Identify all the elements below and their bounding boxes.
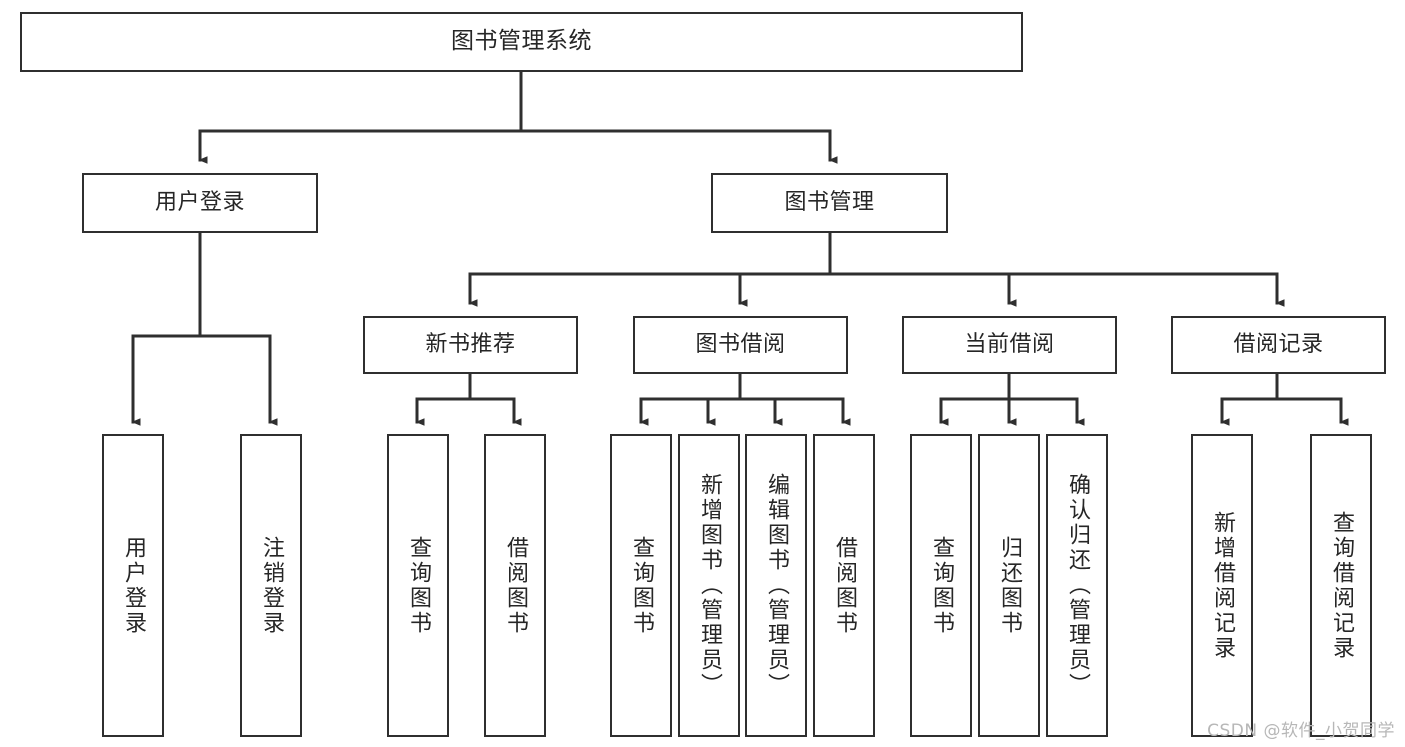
- leaf-edit-book-label: 编辑图书（管理员）: [763, 473, 789, 698]
- leaf-query-record[interactable]: 查询借阅记录: [1310, 434, 1372, 737]
- leaf-user-login-label: 用户登录: [120, 535, 146, 636]
- node-book-manage-label: 图书管理: [784, 190, 875, 216]
- leaf-logout-login[interactable]: 注销登录: [240, 434, 302, 737]
- leaf-query-book-1[interactable]: 查询图书: [387, 434, 449, 737]
- node-user-login-label: 用户登录: [154, 190, 245, 216]
- node-current-borrow[interactable]: 当前借阅: [902, 316, 1117, 374]
- leaf-add-record-label: 新增借阅记录: [1209, 510, 1235, 661]
- node-book-manage[interactable]: 图书管理: [711, 173, 948, 233]
- leaf-confirm-return[interactable]: 确认归还（管理员）: [1046, 434, 1108, 737]
- leaf-query-record-label: 查询借阅记录: [1328, 510, 1354, 661]
- csdn-watermark: CSDN @软件_小贺同学: [1207, 721, 1395, 741]
- leaf-add-book[interactable]: 新增图书（管理员）: [678, 434, 740, 737]
- node-user-login[interactable]: 用户登录: [82, 173, 318, 233]
- node-new-book-recommend-label: 新书推荐: [425, 332, 516, 358]
- node-borrow-record-label: 借阅记录: [1233, 332, 1324, 358]
- node-book-borrow-label: 图书借阅: [695, 332, 786, 358]
- leaf-borrow-book-2[interactable]: 借阅图书: [813, 434, 875, 737]
- node-current-borrow-label: 当前借阅: [964, 332, 1055, 358]
- leaf-borrow-book-1-label: 借阅图书: [502, 535, 528, 636]
- leaf-add-record[interactable]: 新增借阅记录: [1191, 434, 1253, 737]
- node-new-book-recommend[interactable]: 新书推荐: [363, 316, 578, 374]
- leaf-logout-login-label: 注销登录: [258, 535, 284, 636]
- node-root[interactable]: 图书管理系统: [20, 12, 1023, 72]
- leaf-borrow-book-1[interactable]: 借阅图书: [484, 434, 546, 737]
- leaf-return-book[interactable]: 归还图书: [978, 434, 1040, 737]
- node-borrow-record[interactable]: 借阅记录: [1171, 316, 1386, 374]
- leaf-query-book-2-label: 查询图书: [628, 535, 654, 636]
- leaf-confirm-return-label: 确认归还（管理员）: [1064, 473, 1090, 698]
- leaf-query-book-2[interactable]: 查询图书: [610, 434, 672, 737]
- node-book-borrow[interactable]: 图书借阅: [633, 316, 848, 374]
- leaf-borrow-book-2-label: 借阅图书: [831, 535, 857, 636]
- leaf-edit-book[interactable]: 编辑图书（管理员）: [745, 434, 807, 737]
- leaf-query-book-3[interactable]: 查询图书: [910, 434, 972, 737]
- node-root-label: 图书管理系统: [451, 28, 592, 55]
- leaf-user-login[interactable]: 用户登录: [102, 434, 164, 737]
- leaf-query-book-3-label: 查询图书: [928, 535, 954, 636]
- leaf-query-book-1-label: 查询图书: [405, 535, 431, 636]
- leaf-return-book-label: 归还图书: [996, 535, 1022, 636]
- leaf-add-book-label: 新增图书（管理员）: [696, 473, 722, 698]
